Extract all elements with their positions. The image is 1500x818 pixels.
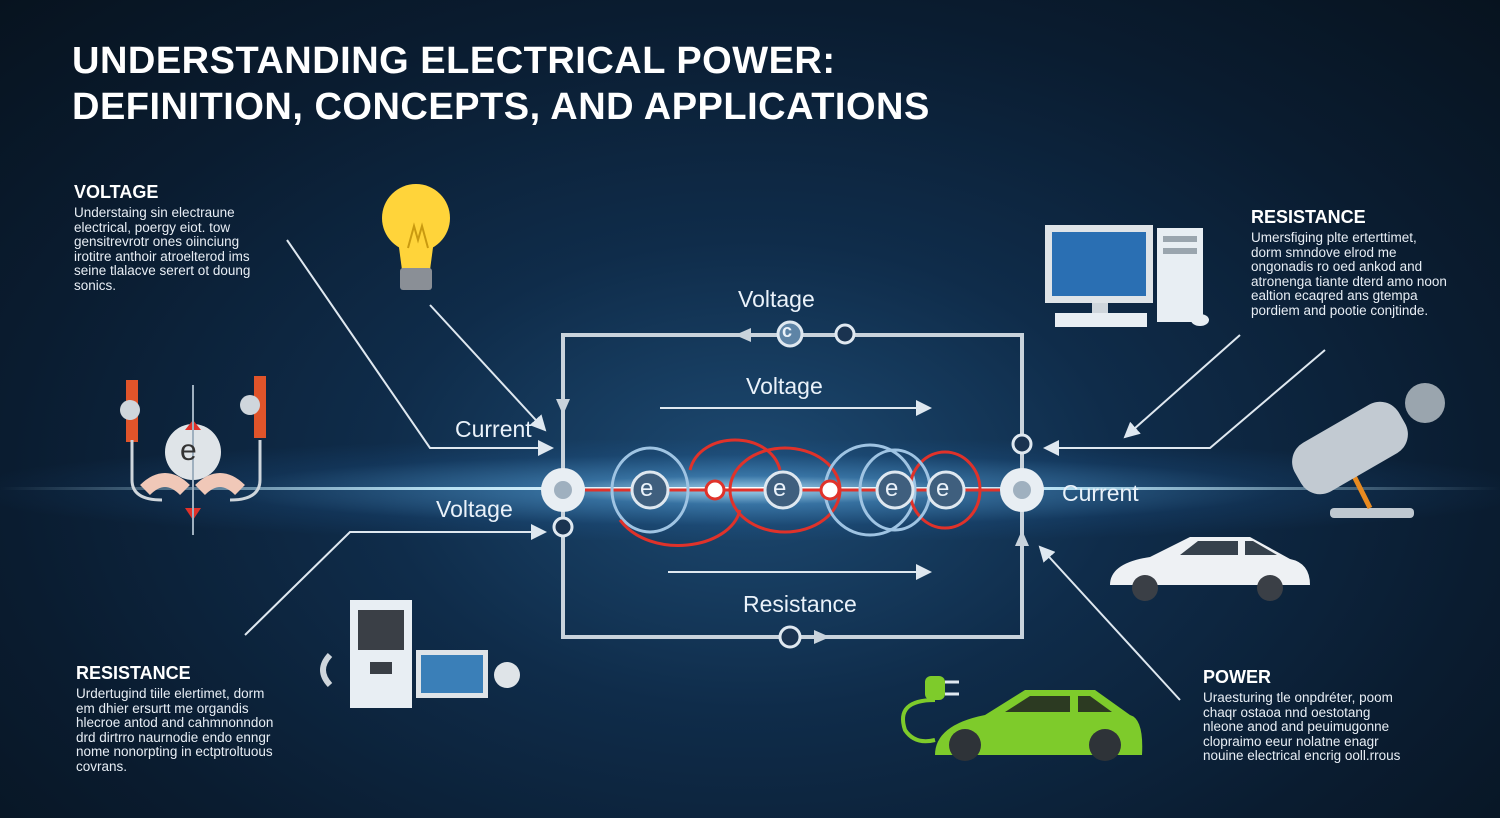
title-line-1: UNDERSTANDING ELECTRICAL POWER: — [72, 40, 836, 82]
node — [778, 625, 802, 649]
node-c-symbol: c — [782, 321, 793, 341]
label-voltage-left: Voltage — [436, 496, 513, 522]
label-voltage-mid: Voltage — [746, 373, 823, 399]
robotic-arm-icon — [1292, 383, 1445, 518]
node-c — [776, 320, 804, 348]
arrow-icon — [556, 399, 570, 415]
voltage-body: Understaing sin electraune electrical, p… — [74, 205, 251, 293]
resistance-left-block: RESISTANCE Urdertugind tiile elertimet, … — [76, 663, 281, 774]
electron-symbol: e — [885, 475, 899, 502]
electron-device-icon — [120, 376, 266, 535]
power-heading: POWER — [1203, 667, 1272, 687]
label-voltage-top: Voltage — [738, 286, 815, 312]
arrow-icon — [1015, 530, 1029, 546]
node — [1011, 433, 1033, 455]
arrow-icon — [735, 328, 751, 342]
resistance-right-body: Umersfiging plte erterttimet, dorm smndo… — [1251, 230, 1447, 318]
server-computer-icon — [320, 600, 520, 708]
voltage-heading: VOLTAGE — [74, 182, 159, 202]
electron-symbol: e — [773, 475, 787, 502]
electron — [630, 470, 670, 510]
label-resistance-bottom: Resistance — [743, 591, 857, 617]
electron-symbol: e — [936, 475, 950, 502]
white-car-icon — [1110, 537, 1310, 601]
electric-car-icon — [901, 676, 1143, 761]
plug-icon — [925, 676, 945, 700]
power-body: Uraesturing tle onpdréter, poom chaqr os… — [1203, 690, 1401, 763]
light-bulb-icon — [382, 184, 450, 290]
electron — [875, 470, 915, 510]
electron-symbol: e — [640, 475, 654, 502]
label-current-right: Current — [1062, 480, 1139, 506]
electron-symbol: e — [180, 434, 197, 467]
desktop-computer-icon — [1045, 225, 1209, 327]
electrons — [630, 470, 966, 510]
node — [834, 323, 856, 345]
resistance-right-block: RESISTANCE Umersfiging plte erterttimet,… — [1251, 207, 1451, 318]
resistance-left-heading: RESISTANCE — [76, 663, 191, 683]
title-line-2: DEFINITION, CONCEPTS, AND APPLICATIONS — [72, 86, 930, 128]
resistance-left-body: Urdertugind tiile elertimet, dorm em dhi… — [76, 686, 274, 774]
electron — [926, 470, 966, 510]
resistance-right-heading: RESISTANCE — [1251, 207, 1366, 227]
electron — [763, 470, 803, 510]
label-current-left: Current — [455, 416, 532, 442]
page-title: UNDERSTANDING ELECTRICAL POWER: DEFINITI… — [72, 38, 930, 130]
power-block: POWER Uraesturing tle onpdréter, poom ch… — [1203, 667, 1403, 764]
voltage-block: VOLTAGE Understaing sin electraune elect… — [74, 182, 279, 293]
arrow-icon — [814, 630, 830, 644]
node — [552, 516, 574, 538]
